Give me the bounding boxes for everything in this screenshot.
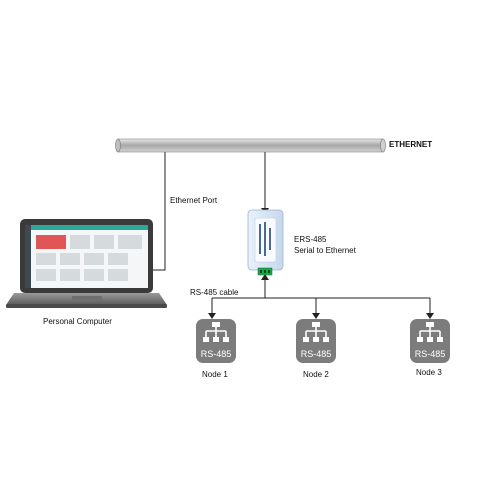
node-2-box [296,319,336,363]
node-3-box [410,319,450,363]
node-3-arrow [426,313,434,319]
ethernet-label: ETHERNET [389,140,433,149]
node-2-label: Node 2 [303,370,329,379]
ers485-device-icon [247,209,284,276]
node-1-box [196,319,236,363]
arrowheads [208,208,434,319]
node-1-label: Node 1 [202,370,228,379]
connection-lines [150,152,431,316]
node-2-arrow [312,313,320,319]
device-name-label: ERS-485 [294,235,327,244]
device-desc-label: Serial to Ethernet [294,246,356,255]
node-3-badge: RS-485 [415,349,446,359]
ethernet-port-line [150,152,166,271]
ethernet-port-label: Ethernet Port [170,196,218,205]
node-1-badge: RS-485 [201,349,232,359]
node-2-badge: RS-485 [301,349,332,359]
device-arrow-up [261,274,269,280]
laptop-icon [6,219,167,308]
node-1-arrow [208,313,216,319]
rs485-cable-label: RS-485 cable [190,288,239,297]
personal-computer-label: Personal Computer [43,317,112,326]
node-3-label: Node 3 [416,368,442,377]
ethernet-bus [115,138,386,153]
